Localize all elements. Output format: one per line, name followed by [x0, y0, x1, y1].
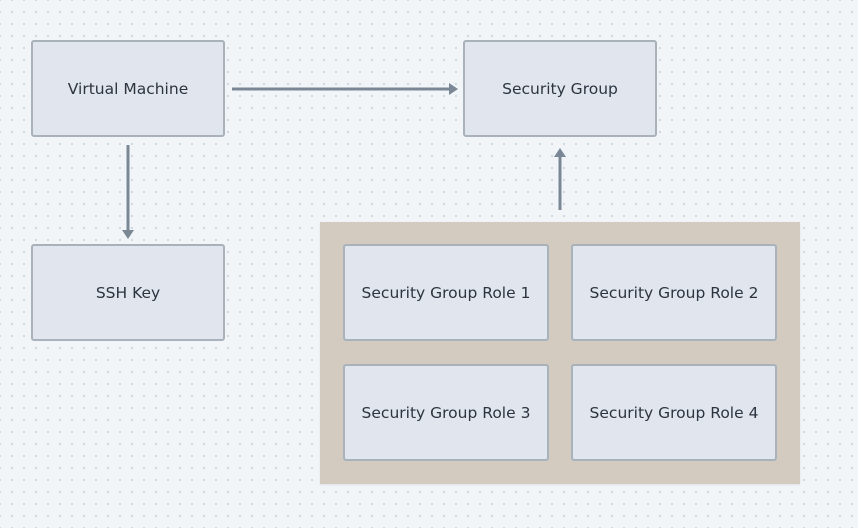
- node-label: SSH Key: [95, 283, 161, 302]
- virtual-machine-node[interactable]: Virtual Machine: [31, 40, 225, 137]
- node-label: Security Group Role 3: [361, 403, 531, 422]
- security-group-role-3-node[interactable]: Security Group Role 3: [343, 364, 549, 461]
- edge-vm-to-ssh-key: [122, 145, 134, 239]
- ssh-key-node[interactable]: SSH Key: [31, 244, 225, 341]
- node-label: Security Group: [502, 79, 618, 98]
- edge-roles-to-security-group: [554, 148, 566, 210]
- security-group-role-1-node[interactable]: Security Group Role 1: [343, 244, 549, 341]
- arrowhead-right-icon: [449, 83, 458, 95]
- arrowhead-down-icon: [122, 230, 134, 239]
- node-label: Security Group Role 2: [589, 283, 759, 302]
- security-group-node[interactable]: Security Group: [463, 40, 657, 137]
- security-group-role-2-node[interactable]: Security Group Role 2: [571, 244, 777, 341]
- node-label: Virtual Machine: [67, 79, 189, 98]
- security-group-role-4-node[interactable]: Security Group Role 4: [571, 364, 777, 461]
- arrowhead-up-icon: [554, 148, 566, 157]
- edge-vm-to-security-group: [232, 83, 458, 95]
- node-label: Security Group Role 1: [361, 283, 531, 302]
- node-label: Security Group Role 4: [589, 403, 759, 422]
